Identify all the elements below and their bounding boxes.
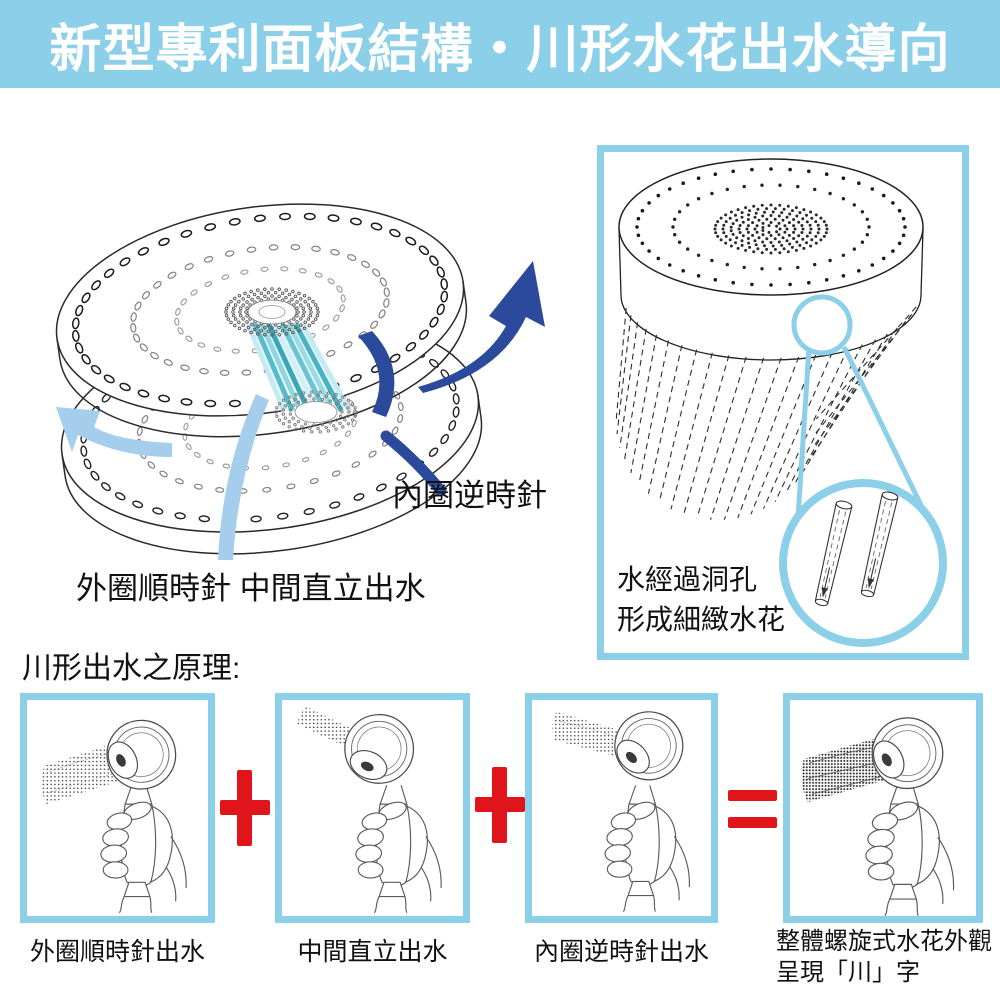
upward-flow-band (218, 394, 269, 560)
shower-sketch-outer-clockwise (41, 715, 187, 914)
exploded-panel-illustration (55, 203, 545, 560)
nozzle-detail-panel: 水經過洞孔 形成細緻水花 (597, 145, 969, 660)
plus-operator: + (475, 767, 525, 843)
nozzle-dot-cluster (713, 203, 829, 255)
header-banner: 新型專利面板結構・川形水花出水導向 (0, 0, 1000, 88)
shower-sketch-inner-counterclockwise (552, 700, 695, 913)
step-box-inner-counterclockwise (525, 693, 718, 923)
step-caption-3: 內圈逆時針出水 (533, 938, 709, 966)
nozzle-detail-illustration (615, 158, 947, 647)
step-caption-1: 外圈順時針出水 (29, 938, 205, 966)
center-hole-cluster-top (224, 287, 320, 337)
shower-sketch-combined-spiral (801, 711, 955, 916)
shower-sketch-middle-straight (297, 700, 442, 914)
step-caption-4: 整體螺旋式水花外觀 呈現「川」字 (776, 928, 992, 986)
inner-rotation-arc (358, 331, 395, 417)
step-box-combined-spiral (783, 693, 983, 923)
step-caption-2: 中間直立出水 (297, 938, 448, 966)
clockwise-arrow-icon (418, 261, 545, 393)
zoom-source-circle (791, 294, 853, 356)
plus-operator: + (220, 770, 270, 846)
cylinder-top (618, 158, 924, 296)
step-box-outer-clockwise (20, 693, 215, 923)
nozzle-caption: 水經過洞孔 形成細緻水花 (617, 564, 786, 635)
magnifier-circle-icon (779, 479, 947, 647)
cylinder-rim (620, 294, 922, 361)
equals-operator: = (728, 790, 777, 828)
step-box-middle-straight (275, 693, 470, 923)
label-outer-ring: 外圈順時針 中間直立出水 (76, 571, 426, 606)
nozzle-dot-rings (635, 167, 907, 287)
page-title: 新型專利面板結構・川形水花出水導向 (49, 20, 951, 79)
principle-heading: 川形出水之原理: (22, 652, 241, 685)
center-hole-cluster-bottom (274, 390, 358, 434)
outer-flow-arrow-icon (56, 407, 172, 457)
magnifier-cone-left (795, 347, 812, 519)
inner-rotation-tail (380, 430, 447, 497)
label-inner-ring: 內圈逆時針 (392, 478, 547, 513)
